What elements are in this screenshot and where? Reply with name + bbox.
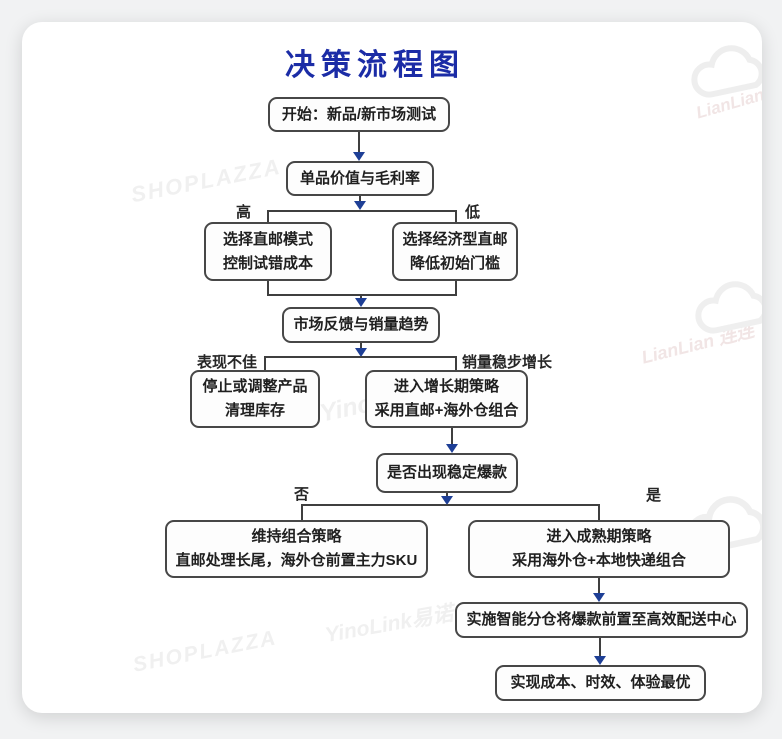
- connector-line: [264, 356, 266, 370]
- label-steady-growth: 销量稳步增长: [462, 354, 553, 371]
- label-poor-performance: 表现不佳: [197, 354, 258, 371]
- node-mature-strategy: 进入成熟期策略 采用海外仓+本地快递组合: [468, 520, 730, 578]
- connector-line: [301, 504, 303, 520]
- connector-line: [267, 210, 457, 212]
- node-hit-check: 是否出现稳定爆款: [376, 453, 518, 493]
- node-smart-warehouse: 实施智能分仓将爆款前置至高效配送中心: [455, 602, 748, 638]
- label-low: 低: [465, 204, 481, 221]
- shoplazza-watermark: SHOPLAZZA: [128, 153, 284, 208]
- node-maintain-line2: 直邮处理长尾，海外仓前置主力SKU: [175, 552, 418, 569]
- page-title: 决策流程图: [285, 49, 465, 82]
- arrowhead-icon: [354, 201, 366, 210]
- connector-line: [451, 428, 453, 444]
- yinolink-watermark: YinoLink易诺: [323, 601, 456, 648]
- label-yes: 是: [646, 487, 662, 504]
- node-smart-warehouse-label: 实施智能分仓将爆款前置至高效配送中心: [466, 611, 737, 628]
- connector-line: [360, 294, 362, 299]
- node-stop-adjust-line2: 清理库存: [224, 402, 285, 419]
- node-economy-mail: 选择经济型直邮 降低初始门槛: [392, 222, 518, 281]
- label-high: 高: [236, 204, 252, 221]
- connector-line: [267, 210, 269, 222]
- label-no: 否: [294, 486, 310, 503]
- connector-line: [455, 281, 457, 296]
- node-economy-mail-line2: 降低初始门槛: [409, 254, 500, 272]
- connector-line: [358, 132, 360, 152]
- node-maintain-line1: 维持组合策略: [251, 528, 342, 545]
- connector-line: [599, 638, 601, 656]
- node-direct-mail-line1: 选择直邮模式: [222, 230, 313, 248]
- node-market-feedback: 市场反馈与销量趋势: [282, 307, 440, 343]
- connector-line: [360, 343, 362, 349]
- shoplazza-watermark: SHOPLAZZA: [131, 626, 280, 677]
- lianlian-watermark: LianLian 连连: [639, 320, 756, 368]
- node-start-label: 开始：新品/新市场测试: [281, 105, 437, 123]
- connector-line: [359, 196, 361, 202]
- node-optimal-label: 实现成本、时效、体验最优: [510, 674, 691, 691]
- arrowhead-icon: [594, 656, 606, 665]
- connector-line: [455, 356, 457, 370]
- node-unit-value: 单品价值与毛利率: [286, 161, 434, 196]
- connector-line: [446, 493, 448, 496]
- arrowhead-icon: [441, 496, 453, 505]
- node-hit-check-label: 是否出现稳定爆款: [386, 464, 507, 481]
- node-economy-mail-line1: 选择经济型直邮: [402, 230, 508, 248]
- arrowhead-icon: [355, 348, 367, 357]
- node-mature-line2: 采用海外仓+本地快递组合: [512, 552, 686, 569]
- node-growth-line1: 进入增长期策略: [393, 378, 499, 395]
- node-optimal-result: 实现成本、时效、体验最优: [495, 665, 706, 701]
- node-unit-value-label: 单品价值与毛利率: [299, 169, 420, 187]
- connector-line: [598, 504, 600, 520]
- cloud-logo-icon: [695, 281, 762, 334]
- node-growth-line2: 采用直邮+海外仓组合: [374, 402, 519, 419]
- node-mature-line1: 进入成熟期策略: [546, 528, 652, 545]
- node-direct-mail-line2: 控制试错成本: [222, 254, 313, 272]
- node-growth-strategy: 进入增长期策略 采用直邮+海外仓组合: [365, 370, 528, 428]
- arrowhead-icon: [355, 298, 367, 307]
- connector-line: [267, 294, 457, 296]
- arrowhead-icon: [446, 444, 458, 453]
- node-market-feedback-label: 市场反馈与销量趋势: [293, 316, 429, 333]
- connector-line: [301, 504, 600, 506]
- node-start: 开始：新品/新市场测试: [268, 97, 450, 132]
- connector-line: [264, 356, 457, 358]
- node-stop-adjust: 停止或调整产品 清理库存: [190, 370, 320, 428]
- connector-line: [598, 578, 600, 593]
- connector-line: [455, 210, 457, 222]
- connector-line: [267, 281, 269, 296]
- node-direct-mail: 选择直邮模式 控制试错成本: [204, 222, 332, 281]
- node-maintain-combo: 维持组合策略 直邮处理长尾，海外仓前置主力SKU: [165, 520, 428, 578]
- arrowhead-icon: [593, 593, 605, 602]
- arrowhead-icon: [353, 152, 365, 161]
- node-stop-adjust-line1: 停止或调整产品: [202, 378, 308, 395]
